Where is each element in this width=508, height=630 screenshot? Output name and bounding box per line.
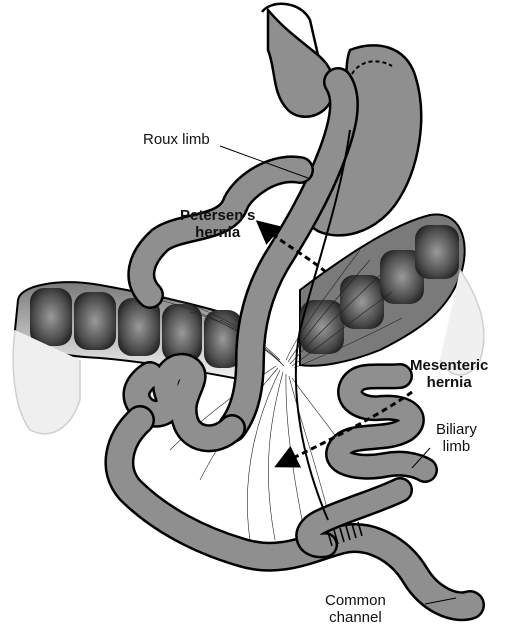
biliary-line1: Biliary bbox=[436, 421, 477, 438]
common-channel-label: Common channel bbox=[325, 592, 386, 626]
transverse-colon-right bbox=[300, 214, 484, 375]
biliary-line2: limb bbox=[436, 438, 477, 455]
petersens-line2: hernia bbox=[180, 224, 255, 241]
petersens-line1: Petersen’s bbox=[180, 207, 255, 224]
mesenteric-hernia-label: Mesenteric hernia bbox=[410, 357, 488, 391]
roux-limb-label: Roux limb bbox=[143, 131, 210, 148]
mesenteric-line1: Mesenteric bbox=[410, 357, 488, 374]
petersens-hernia-label: Petersen’s hernia bbox=[180, 207, 255, 241]
common-line1: Common bbox=[325, 592, 386, 609]
common-line2: channel bbox=[325, 609, 386, 626]
mesenteric-line2: hernia bbox=[410, 374, 488, 391]
esophagus bbox=[268, 10, 334, 117]
biliary-limb-label: Biliary limb bbox=[436, 421, 477, 455]
